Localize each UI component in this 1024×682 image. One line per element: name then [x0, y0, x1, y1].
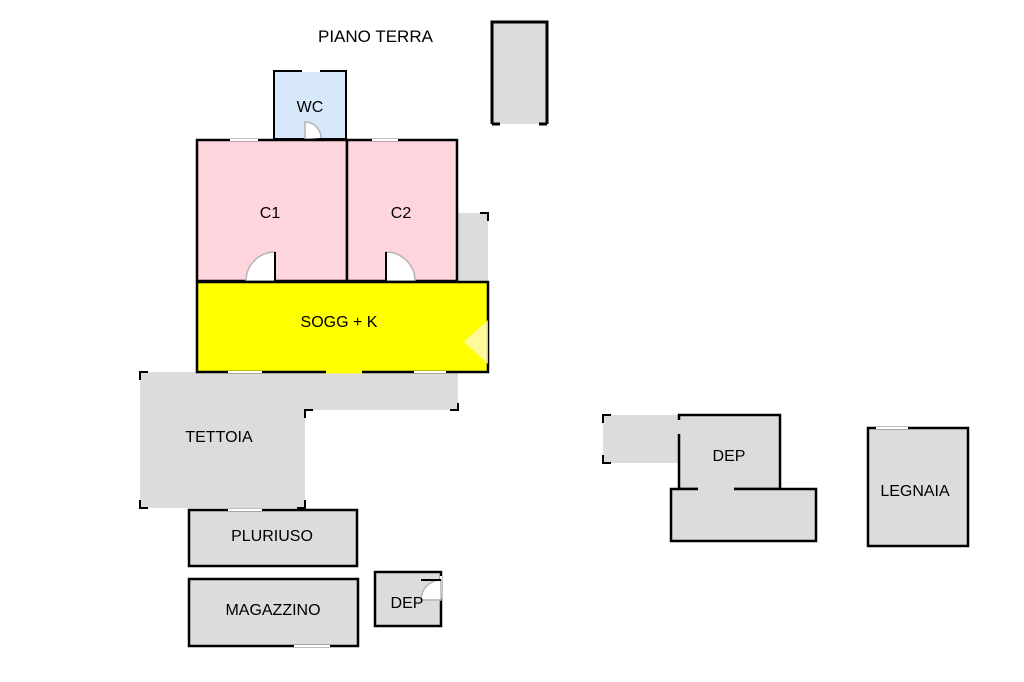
room-label-c1: C1: [260, 205, 281, 222]
door-swing-icon: [304, 121, 322, 139]
side-strip: [457, 212, 489, 281]
room-c2: C2: [345, 138, 459, 283]
room-label-sogg-k: SOGG + K: [301, 314, 378, 331]
room-label-wc: WC: [297, 99, 324, 116]
plan-title: PIANO TERRA: [318, 27, 434, 46]
room-wc: WC: [273, 70, 347, 140]
room-label-dep-small: DEP: [391, 595, 424, 612]
detached-block-top: [490, 20, 549, 126]
room-magazzino: MAGAZZINO: [187, 577, 360, 648]
room-label-legnaia: LEGNAIA: [880, 483, 950, 500]
room-label-pluriuso: PLURIUSO: [231, 528, 313, 545]
room-label-c2: C2: [391, 205, 412, 222]
room-dep-right: DEP: [669, 413, 818, 543]
room-legnaia: LEGNAIA: [866, 426, 970, 548]
side-block-right: [602, 414, 679, 464]
room-pluriuso: PLURIUSO: [187, 508, 359, 568]
room-label-tettoia: TETTOIA: [185, 429, 253, 446]
room-label-magazzino: MAGAZZINO: [225, 602, 320, 619]
tettoia-area: [139, 371, 459, 509]
room-label-dep-right: DEP: [713, 448, 746, 465]
room-dep-small: DEP: [373, 570, 443, 628]
room-c1: C1: [195, 138, 349, 283]
room-sogg-k: SOGG + K: [195, 280, 490, 374]
